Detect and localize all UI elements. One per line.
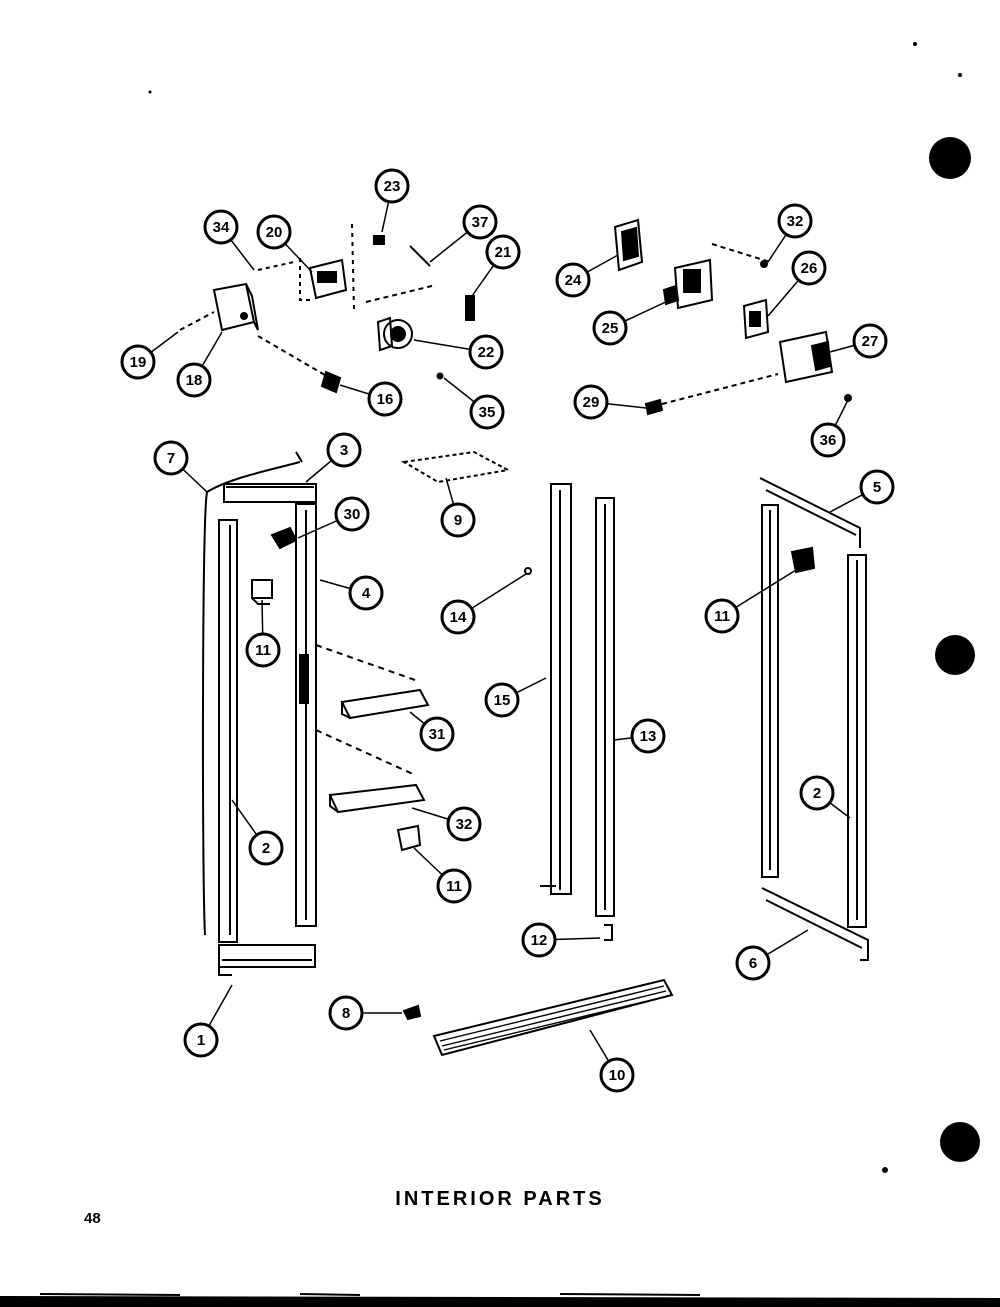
right-liner-frame bbox=[759, 477, 869, 961]
callout: 5 bbox=[859, 469, 895, 505]
callout-label: 19 bbox=[130, 354, 147, 371]
callout: 16 bbox=[367, 381, 403, 417]
callout: 36 bbox=[810, 422, 846, 458]
callout-label: 30 bbox=[344, 506, 361, 523]
callout: 4 bbox=[348, 575, 384, 611]
callout: 2 bbox=[799, 775, 835, 811]
callout: 35 bbox=[469, 394, 505, 430]
callout: 23 bbox=[374, 168, 410, 204]
callout: 3 bbox=[326, 432, 362, 468]
callout-label: 9 bbox=[454, 512, 462, 529]
control-box-18 bbox=[179, 282, 342, 394]
parts-artwork bbox=[137, 185, 878, 1076]
callout-label: 32 bbox=[787, 213, 804, 230]
callout: 6 bbox=[735, 945, 771, 981]
callout: 25 bbox=[592, 310, 628, 346]
callout: 8 bbox=[328, 995, 364, 1031]
callout: 11 bbox=[704, 598, 740, 634]
callout: 30 bbox=[334, 496, 370, 532]
callout: 32 bbox=[777, 203, 813, 239]
callout-label: 7 bbox=[167, 450, 175, 467]
callout-label: 3 bbox=[340, 442, 348, 459]
callout-label: 14 bbox=[450, 609, 467, 626]
callout-label: 11 bbox=[714, 608, 730, 625]
callout: 11 bbox=[245, 632, 281, 668]
bottom-grille bbox=[402, 978, 674, 1057]
callout: 18 bbox=[176, 362, 212, 398]
bracket-20 bbox=[257, 223, 475, 321]
callout-label: 11 bbox=[446, 878, 462, 895]
callouts: 34 20 23 37 21 19 18 16 22 35 24 25 32 2… bbox=[120, 168, 895, 1093]
callout: 24 bbox=[555, 262, 591, 298]
callout: 26 bbox=[791, 250, 827, 286]
callout: 13 bbox=[630, 718, 666, 754]
callout: 2 bbox=[248, 830, 284, 866]
thermostat-22 bbox=[376, 316, 444, 380]
callout-label: 16 bbox=[377, 391, 394, 408]
callout: 1 bbox=[183, 1022, 219, 1058]
callout-label: 23 bbox=[384, 178, 401, 195]
callout: 22 bbox=[468, 334, 504, 370]
callout-label: 21 bbox=[495, 244, 512, 261]
left-liner-frame bbox=[201, 451, 317, 976]
callout-label: 34 bbox=[213, 219, 230, 236]
callout-label: 26 bbox=[801, 260, 818, 277]
callout-label: 35 bbox=[479, 404, 496, 421]
callout: 27 bbox=[852, 323, 888, 359]
callout: 10 bbox=[599, 1057, 635, 1093]
callout-label: 8 bbox=[342, 1005, 350, 1022]
callout-label: 10 bbox=[609, 1067, 626, 1084]
callout: 11 bbox=[436, 868, 472, 904]
callout-label: 24 bbox=[565, 272, 582, 289]
callout-label: 27 bbox=[862, 333, 879, 350]
callout: 37 bbox=[462, 204, 498, 240]
callout: 15 bbox=[484, 682, 520, 718]
callout: 21 bbox=[485, 234, 521, 270]
callout-label: 31 bbox=[429, 726, 446, 743]
binder-hole bbox=[935, 635, 975, 675]
callout-label: 13 bbox=[640, 728, 657, 745]
callout-label: 12 bbox=[531, 932, 548, 949]
scan-bottom-edge bbox=[0, 1296, 1000, 1307]
callout: 32 bbox=[446, 806, 482, 842]
callout: 9 bbox=[440, 502, 476, 538]
callout-label: 1 bbox=[197, 1032, 205, 1049]
callout-label: 22 bbox=[478, 344, 495, 361]
binder-hole bbox=[940, 1122, 980, 1162]
callout: 14 bbox=[440, 599, 476, 635]
scan-specks bbox=[148, 42, 962, 1173]
callout-label: 36 bbox=[820, 432, 837, 449]
callout: 31 bbox=[419, 716, 455, 752]
callout-label: 4 bbox=[362, 585, 371, 602]
callout: 34 bbox=[203, 209, 239, 245]
right-components bbox=[613, 218, 852, 416]
callout-label: 32 bbox=[456, 816, 473, 833]
callout-label: 20 bbox=[266, 224, 283, 241]
callout-label: 5 bbox=[873, 479, 881, 496]
callout-label: 29 bbox=[583, 394, 600, 411]
callout-label: 37 bbox=[472, 214, 489, 231]
binder-holes bbox=[929, 137, 980, 1162]
callout: 7 bbox=[153, 440, 189, 476]
binder-hole bbox=[929, 137, 971, 179]
callout: 19 bbox=[120, 344, 156, 380]
callout-label: 11 bbox=[255, 642, 271, 659]
callout: 29 bbox=[573, 384, 609, 420]
callout-label: 15 bbox=[494, 692, 511, 709]
callout: 12 bbox=[521, 922, 557, 958]
page-number: 48 bbox=[84, 1210, 101, 1227]
diagram-caption: INTERIOR PARTS bbox=[395, 1188, 605, 1210]
center-rails bbox=[524, 483, 615, 941]
callout-label: 18 bbox=[186, 372, 203, 389]
brackets-middle bbox=[315, 644, 430, 852]
leader-lines bbox=[137, 185, 878, 1076]
callout-label: 2 bbox=[813, 785, 821, 802]
callout: 20 bbox=[256, 214, 292, 250]
callout-label: 6 bbox=[749, 955, 757, 972]
callout-label: 2 bbox=[262, 840, 270, 857]
callout-label: 25 bbox=[602, 320, 619, 337]
